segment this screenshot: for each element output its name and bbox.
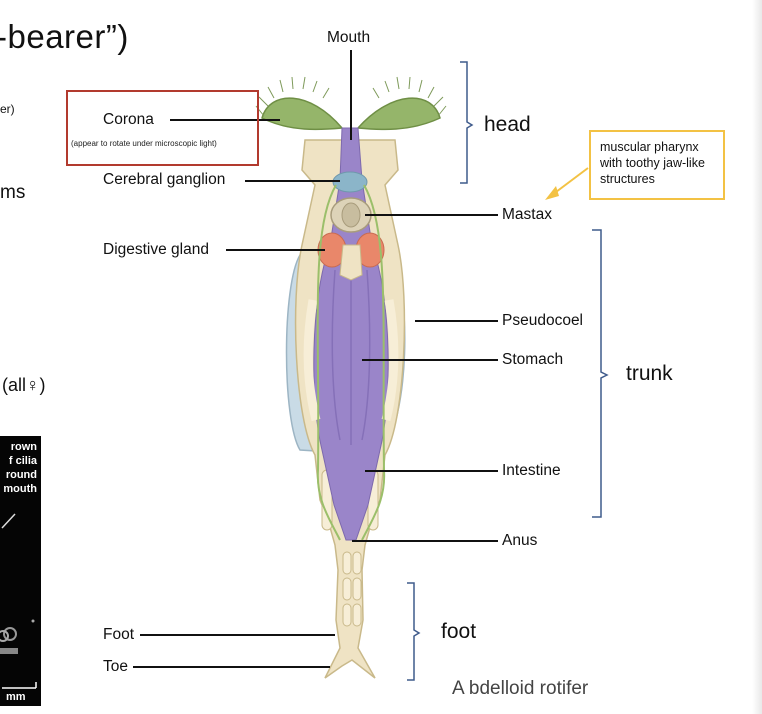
region-foot: foot (441, 620, 477, 643)
foot-bracket (407, 582, 421, 681)
corona-right (356, 97, 441, 131)
photo-text-line: mouth (3, 483, 37, 495)
nerve-cords (316, 184, 386, 541)
rotifer-photo: rown f cilia round mouth mm (0, 436, 41, 706)
callout-arrow (551, 167, 589, 196)
region-head: head (484, 113, 531, 136)
mastax-callout: muscular pharynx with toothy jaw-like st… (589, 130, 725, 200)
label-mouth: Mouth (327, 29, 371, 46)
diagram-caption: A bdelloid rotifer (452, 678, 589, 699)
label-toe: Toe (103, 658, 128, 675)
photo-graphic (0, 513, 37, 689)
label-intestine: Intestine (502, 462, 561, 479)
label-corona: Corona (103, 111, 154, 128)
photo-scale-label: mm (6, 691, 26, 703)
corona-left (261, 97, 344, 131)
slide-title-fragment: -bearer”) (0, 18, 129, 55)
label-cerebral-ganglion: Cerebral ganglion (103, 171, 226, 188)
label-anus: Anus (502, 532, 538, 549)
photo-text-line: rown (10, 441, 37, 453)
region-trunk: trunk (626, 362, 673, 385)
label-corona-note: (appear to rotate under microscopic ligh… (71, 139, 217, 148)
label-digestive-gland: Digestive gland (103, 241, 209, 258)
slide-edge (752, 0, 762, 714)
label-pseudocoel: Pseudocoel (502, 312, 584, 329)
slide-text-fragment-1: er) (0, 102, 15, 116)
slide-text-fragment-2: ms (0, 182, 26, 203)
label-foot: Foot (103, 626, 135, 643)
photo-text-line: round (5, 469, 37, 481)
head-bracket (460, 61, 474, 184)
photo-text-line: f cilia (8, 455, 37, 467)
trunk-bracket (592, 229, 609, 518)
corona-cilia (255, 76, 447, 117)
slide-text-fragment-3: (all♀) (2, 375, 46, 395)
corona-highlight-box (66, 90, 259, 166)
label-mastax: Mastax (502, 206, 552, 223)
label-stomach: Stomach (502, 351, 564, 368)
stomach-folds (331, 262, 371, 445)
